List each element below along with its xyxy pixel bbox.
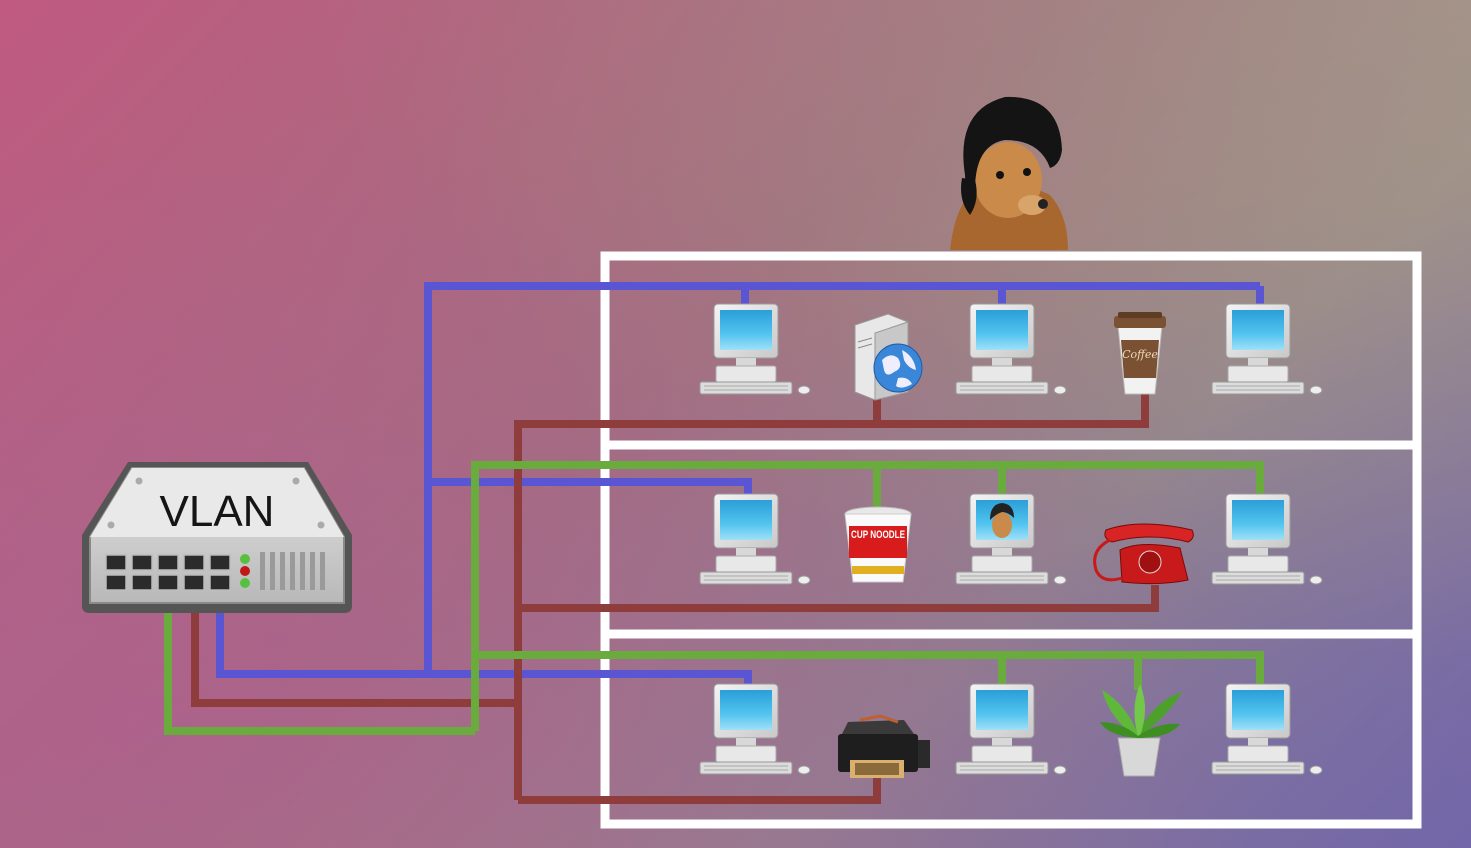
floor-1: Coffee [699, 303, 1323, 401]
floor-3 [699, 683, 1323, 778]
switch-vents [260, 552, 325, 590]
red-vlan-cables [191, 394, 1159, 804]
vlan-switch-label: VLAN [160, 487, 275, 536]
cup-noodle-icon: CUP NOODLE [844, 506, 912, 583]
computer-with-dog-icon [955, 493, 1067, 585]
coffee-label: Coffee [1122, 348, 1158, 361]
building-frame [600, 251, 1422, 829]
status-leds [240, 554, 250, 588]
computer-icon [1211, 303, 1323, 395]
cup-noodle-label: CUP NOODLE [851, 529, 905, 541]
red-telephone-icon [1093, 523, 1194, 585]
computer-icon [955, 683, 1067, 775]
web-server-icon [854, 313, 923, 401]
computer-icon [699, 683, 811, 775]
computer-icon [1211, 683, 1323, 775]
floor-2: CUP NOODLE [699, 493, 1323, 585]
dog-with-wig [950, 96, 1068, 250]
printer-icon [838, 714, 930, 778]
coffee-cup-icon: Coffee [1114, 312, 1166, 395]
vlan-switch: VLAN [82, 462, 352, 613]
potted-plant-icon [1100, 684, 1182, 777]
computer-icon [955, 303, 1067, 395]
switch-ports [105, 554, 231, 591]
blue-vlan-cables [216, 282, 1264, 686]
computer-icon [699, 303, 811, 395]
computer-icon [699, 493, 811, 585]
green-vlan-cables [164, 461, 1264, 735]
computer-icon [1211, 493, 1323, 585]
